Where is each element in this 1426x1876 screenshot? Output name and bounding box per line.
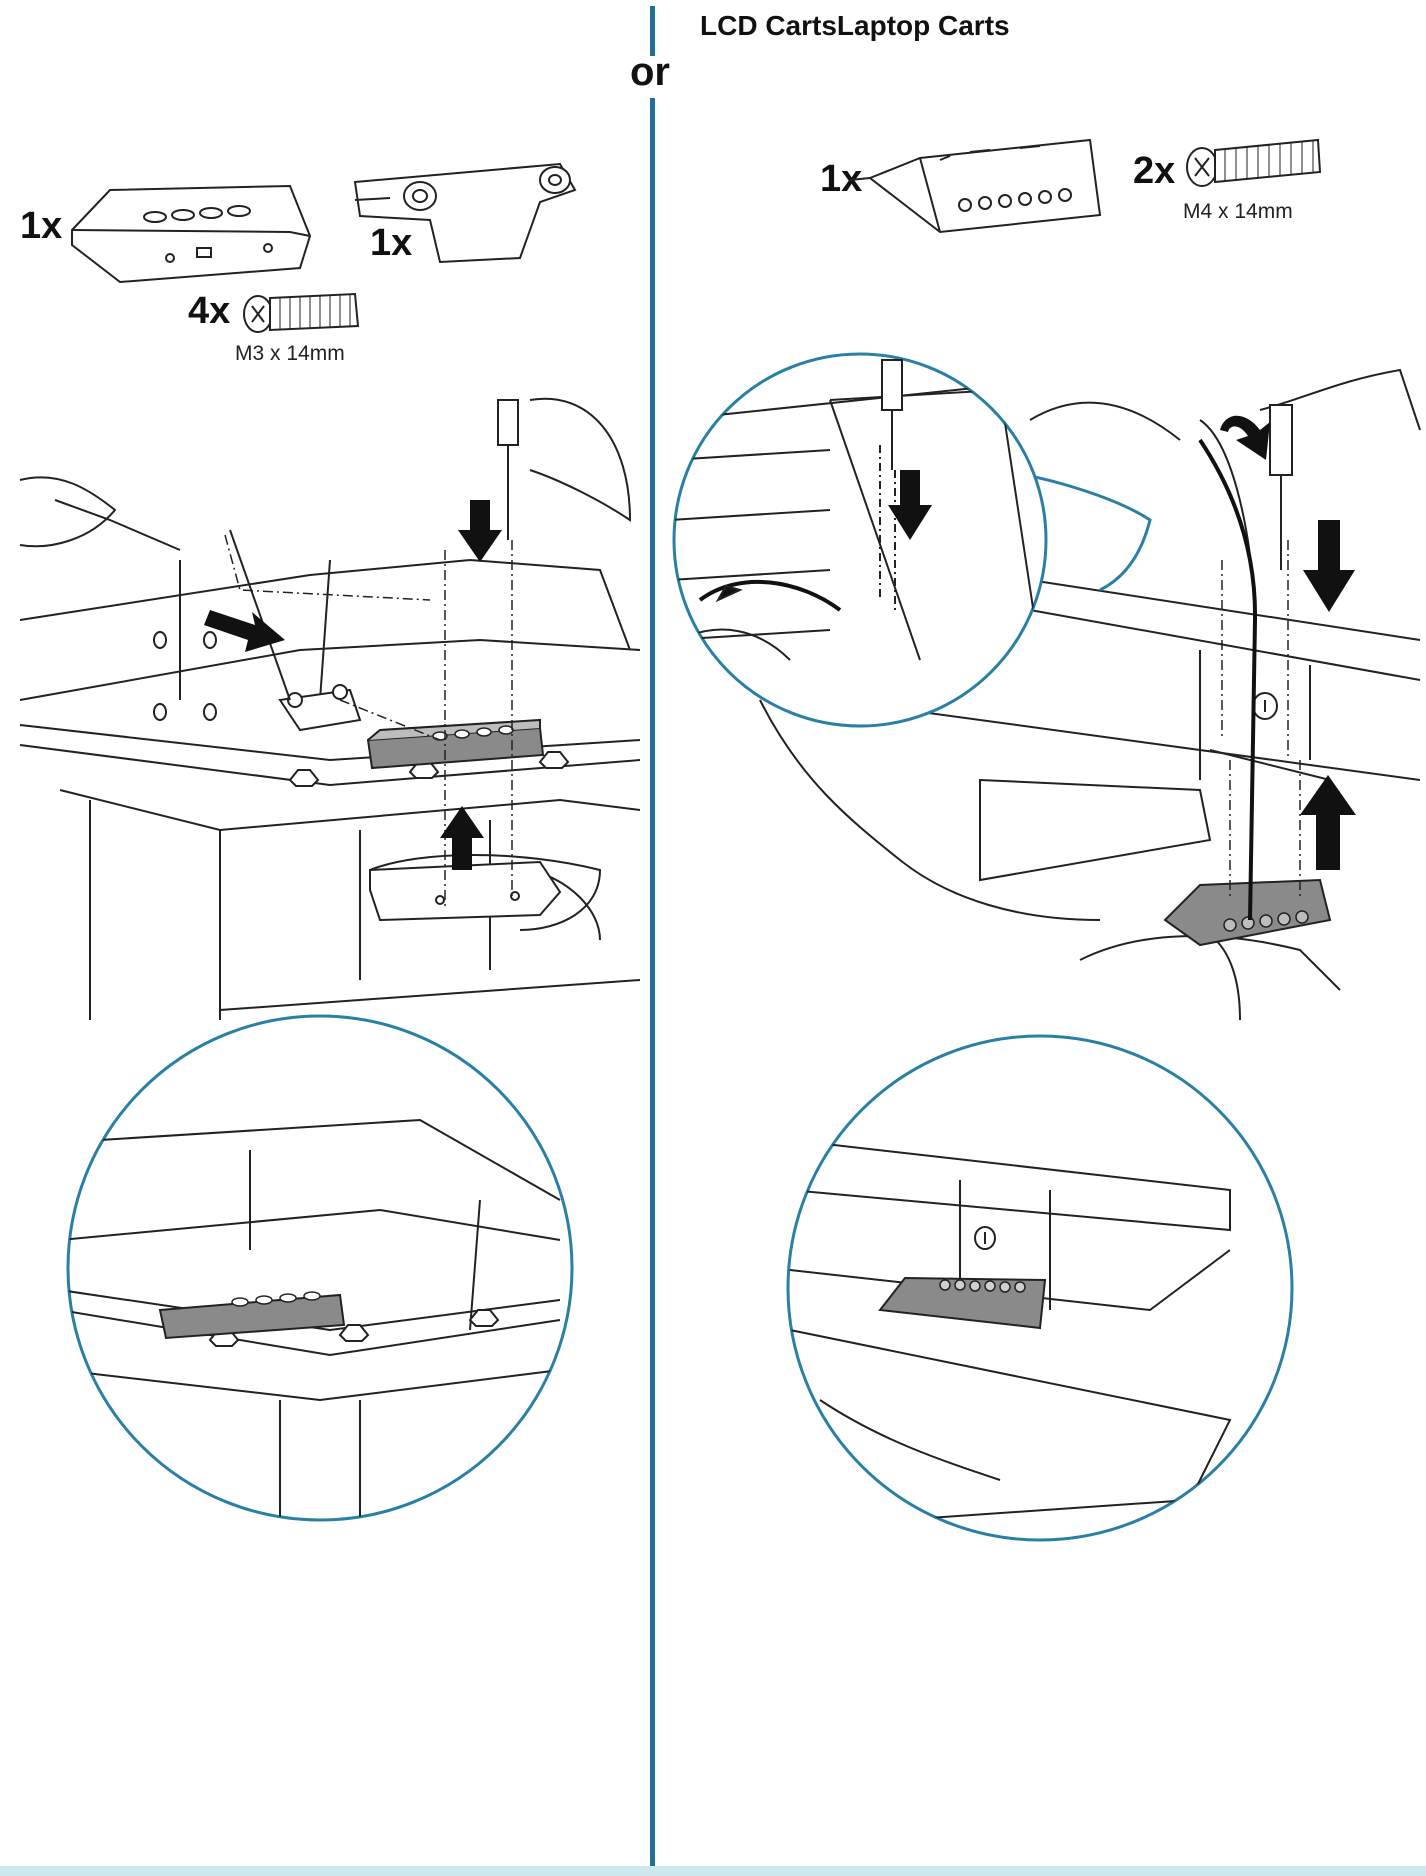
right-lower-bracket <box>1163 878 1332 947</box>
right-arrows <box>1220 415 1356 870</box>
power-strip-bracket-icon <box>849 138 1102 234</box>
bottom-strip <box>0 1866 1426 1876</box>
right-screw-spec: M4 x 14mm <box>1183 200 1293 223</box>
detail-callout-upper <box>672 352 1152 728</box>
mounting-plate-icon <box>353 162 577 264</box>
bracket-part-icon <box>71 184 312 284</box>
screw-icon <box>1186 138 1322 187</box>
left-arrows <box>204 500 502 870</box>
left-installed-bracket <box>366 718 545 770</box>
left-part-qty-2: 1x <box>370 222 413 264</box>
power-cable <box>1198 438 1258 921</box>
left-cart-illustration <box>19 397 641 1020</box>
screw-icon <box>243 292 360 333</box>
left-lower-bracket <box>369 860 562 922</box>
left-guide-lines <box>224 534 513 910</box>
detail-callout-right <box>786 1034 1294 1542</box>
left-screw-spec: M3 x 14mm <box>235 342 345 365</box>
right-part-qty-2: 2x <box>1133 150 1176 192</box>
center-divider <box>650 98 655 1876</box>
center-divider-top <box>650 6 655 56</box>
left-part-qty-3: 4x <box>188 290 231 332</box>
right-guide-lines <box>1221 540 1301 900</box>
or-separator: or <box>630 50 670 94</box>
right-heading: LCD CartsLaptop Carts <box>700 10 1010 41</box>
detail-callout-left <box>66 1014 574 1522</box>
left-part-qty-1: 1x <box>20 205 63 247</box>
